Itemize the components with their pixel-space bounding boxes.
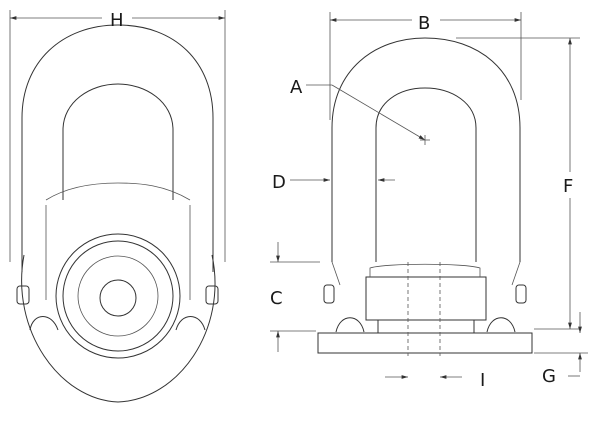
dim-label-g: G [542, 366, 556, 387]
dim-label-h: H [110, 10, 124, 31]
dim-label-f: F [563, 176, 573, 197]
dim-label-a: A [290, 77, 303, 98]
front-inner-shackle [375, 87, 477, 262]
base-plate [317, 332, 533, 354]
dim-label-d: D [272, 172, 286, 193]
inner-shackle-opening [62, 83, 174, 200]
front-outer-shackle [331, 37, 521, 262]
dim-label-c: C [270, 288, 283, 309]
hub-outer-circle [55, 233, 181, 359]
outer-shackle-outline [21, 24, 214, 272]
front-view: B A D F C G I [270, 12, 588, 391]
side-view: H [9, 10, 226, 403]
dim-label-i: I [480, 370, 485, 391]
swivel-ring-outline [21, 254, 216, 403]
hub-bolt-circle [99, 279, 137, 317]
dim-label-b: B [418, 13, 430, 34]
